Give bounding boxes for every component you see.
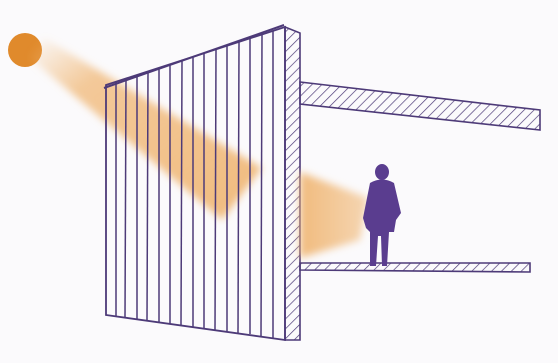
lower-floor-slab (300, 263, 530, 272)
building-wall (285, 27, 300, 340)
